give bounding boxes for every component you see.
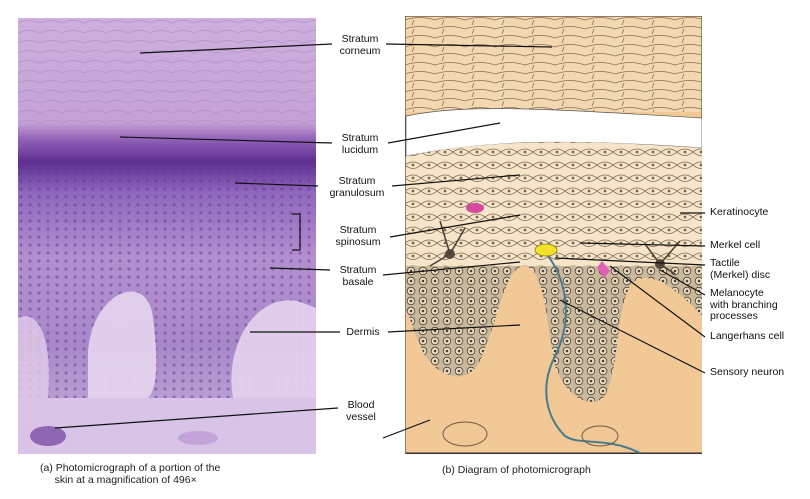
label-blood-vessel: Blood vessel [336, 399, 386, 423]
label-sensory-neuron: Sensory neuron [710, 367, 784, 379]
label-merkel-cell: Merkel cell [710, 240, 760, 252]
label-keratinocyte: Keratinocyte [710, 207, 768, 219]
caption-b: (b) Diagram of photomicrograph [442, 464, 591, 476]
label-stratum-spinosum: Stratum spinosum [326, 224, 390, 248]
label-melanocyte: Melanocyte with branching processes [710, 288, 778, 323]
caption-a: (a) Photomicrograph of a portion of the … [40, 462, 220, 486]
label-stratum-lucidum: Stratum lucidum [330, 132, 390, 156]
label-stratum-granulosum: Stratum granulosum [316, 175, 398, 199]
label-tactile-disc: Tactile (Merkel) disc [710, 258, 770, 281]
label-dermis: Dermis [338, 326, 388, 338]
label-stratum-corneum: Stratum corneum [330, 33, 390, 57]
label-langerhans-cell: Langerhans cell [710, 331, 784, 343]
label-stratum-basale: Stratum basale [330, 264, 386, 288]
